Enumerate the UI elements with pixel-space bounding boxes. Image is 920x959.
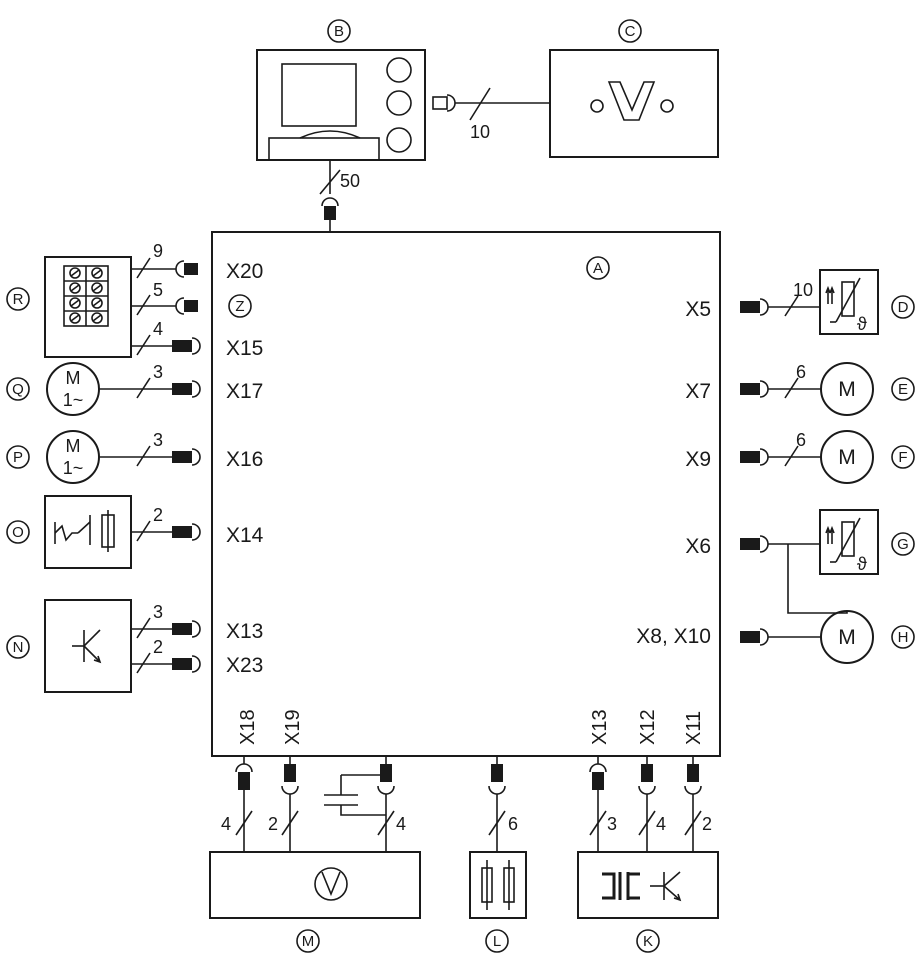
- badge-L: L: [493, 933, 501, 950]
- port-X19: X19: [282, 709, 304, 745]
- port-X6: X6: [685, 535, 711, 558]
- badge-C: C: [625, 23, 636, 40]
- badge-E: E: [898, 381, 908, 398]
- component-P: M 1~: [46, 430, 100, 484]
- wire-count-l: 6: [508, 814, 518, 834]
- wire-count-r1: 9: [153, 241, 163, 261]
- wire-count-m3: 4: [396, 814, 406, 834]
- motor-F-label: M: [838, 446, 856, 469]
- svg-text:ϑ: ϑ: [857, 554, 867, 574]
- port-X11: X11: [683, 711, 705, 745]
- port-X13-left: X13: [226, 620, 263, 643]
- component-D: ϑ: [819, 269, 879, 335]
- component-O: [44, 495, 132, 569]
- component-L: [469, 851, 527, 919]
- badge-P: P: [13, 449, 23, 466]
- wire-count-r3: 4: [153, 319, 163, 339]
- badge-G: G: [897, 536, 909, 553]
- wire-count-q: 3: [153, 362, 163, 382]
- wire-count-f: 6: [796, 430, 806, 450]
- component-R: [44, 256, 132, 358]
- wire-count-r2: 5: [153, 280, 163, 300]
- badge-R: R: [13, 291, 24, 308]
- port-X23: X23: [226, 654, 263, 677]
- component-Q: M 1~: [46, 362, 100, 416]
- wire-count-k3: 2: [702, 814, 712, 834]
- badge-H: H: [898, 629, 909, 646]
- port-X9: X9: [685, 448, 711, 471]
- wire-count-k2: 4: [656, 814, 666, 834]
- port-X8-X10: X8, X10: [636, 625, 711, 648]
- component-B: [256, 49, 426, 161]
- svg-text:1~: 1~: [63, 458, 84, 478]
- badge-A-circle: [586, 256, 610, 280]
- port-X18: X18: [237, 709, 259, 745]
- port-X17: X17: [226, 380, 263, 403]
- wire-count-bc: 10: [470, 122, 490, 142]
- wire-count-n2: 2: [153, 637, 163, 657]
- port-X15: X15: [226, 337, 263, 360]
- badge-B: B: [334, 23, 344, 40]
- motor-H-label: M: [838, 626, 856, 649]
- badge-F: F: [898, 449, 907, 466]
- svg-text:ϑ: ϑ: [857, 314, 867, 334]
- badge-D: D: [898, 299, 909, 316]
- port-X16: X16: [226, 448, 263, 471]
- wire-count-n1: 3: [153, 602, 163, 622]
- component-N: [44, 599, 132, 693]
- svg-text:1~: 1~: [63, 390, 84, 410]
- badge-K: K: [643, 933, 653, 950]
- wire-count-p: 3: [153, 430, 163, 450]
- wire-count-d: 10: [793, 280, 813, 300]
- svg-text:M: M: [66, 436, 81, 456]
- port-X20: X20: [226, 260, 263, 283]
- component-M: [209, 851, 421, 919]
- wire-count-e: 6: [796, 362, 806, 382]
- control-unit-A: [211, 231, 721, 757]
- component-G: ϑ: [819, 509, 879, 575]
- wire-count-m2: 2: [268, 814, 278, 834]
- badge-Z: Z: [235, 298, 244, 315]
- wire-count-k1: 3: [607, 814, 617, 834]
- badge-Z-circle: [228, 294, 252, 318]
- port-X13-bottom: X13: [589, 709, 611, 745]
- port-X12: X12: [637, 709, 659, 745]
- badge-A: A: [593, 260, 603, 277]
- badge-N: N: [13, 639, 24, 656]
- component-K: [577, 851, 719, 919]
- port-X7: X7: [685, 380, 711, 403]
- wire-count-b-a: 50: [340, 171, 360, 191]
- component-C: [549, 49, 719, 158]
- motor-E-label: M: [838, 378, 856, 401]
- svg-text:M: M: [66, 368, 81, 388]
- badge-M: M: [302, 933, 315, 950]
- badge-Q: Q: [12, 381, 24, 398]
- port-X5: X5: [685, 298, 711, 321]
- port-X14: X14: [226, 524, 264, 547]
- wire-count-m1: 4: [221, 814, 231, 834]
- badge-O: O: [12, 524, 24, 541]
- wire-count-o: 2: [153, 505, 163, 525]
